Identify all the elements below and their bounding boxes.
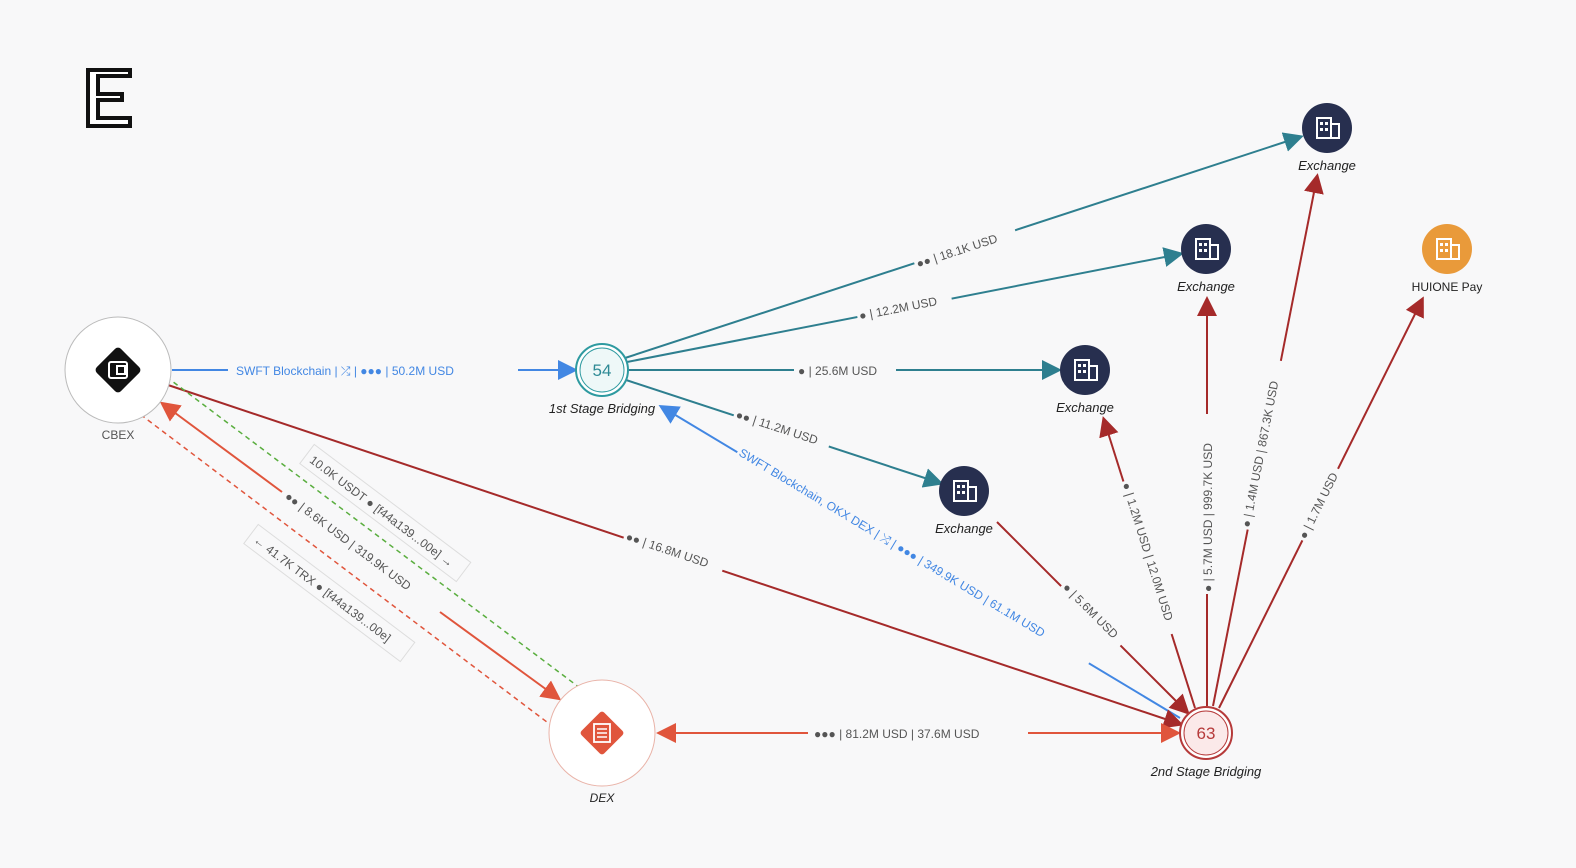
edge-label-stage2-extop: ● | 1.4M USD | 867.3K USD [1239,379,1281,528]
edge-cbex-dex-usdt[interactable]: 10.0K USDT ● [f44a139...00e] → [151,365,599,702]
edge-dex-cbex-trx[interactable]: ← 41.7K TRX ● [f44a139...00e] [121,400,569,739]
edge-label-stage1-ex3: ● | 25.6M USD [798,364,877,378]
edge-stage1-ex2[interactable]: ● | 12.2M USD [626,247,1184,363]
node-stage2-label: 2nd Stage Bridging [1150,764,1262,779]
node-huione-pay-label: HUIONE Pay [1412,280,1483,294]
exchange-logo-e-icon [86,68,132,128]
node-stage1-count: 54 [593,361,612,380]
edge-label-cbex-stage1: SWFT Blockchain | ⤮ | ●●● | 50.2M USD [236,364,454,378]
edge-label-stage2-stage1: SWFT Blockchain, OKX DEX | ⤮ | ●●● | 349… [736,446,1047,641]
node-exchange-3[interactable]: Exchange [1056,345,1114,415]
node-exchange-top[interactable]: Exchange [1298,103,1356,173]
node-exchange-2[interactable]: Exchange [1177,224,1235,294]
edge-dex-stage2[interactable]: ●●● | 81.2M USD | 37.6M USD [656,723,1181,743]
node-stage1-label: 1st Stage Bridging [549,401,656,416]
wallet-icon [95,347,141,393]
edge-stage1-ex3[interactable]: ● | 25.6M USD [629,360,1062,380]
node-cbex-label: CBEX [102,428,135,442]
edge-stage2-stage1[interactable]: SWFT Blockchain, OKX DEX | ⤮ | ●●● | 349… [658,404,1181,719]
node-exchange-top-label: Exchange [1298,158,1356,173]
node-exchange-4-label: Exchange [935,521,993,536]
edge-cbex-stage1[interactable]: SWFT Blockchain | ⤮ | ●●● | 50.2M USD [172,360,578,380]
edge-label-stage2-huione: ● | 1.7M USD [1296,470,1341,541]
node-stage2[interactable]: 63 2nd Stage Bridging [1150,706,1262,779]
node-cbex[interactable]: CBEX [64,316,172,442]
edge-label-ex4-stage2: ● | 5.6M USD [1060,580,1121,641]
edge-stage2-ex2[interactable]: ● | 5.7M USD | 999.7K USD [1197,296,1217,706]
node-stage2-count: 63 [1197,724,1216,743]
node-dex-label: DEX [590,791,616,805]
building-icon [1074,359,1098,381]
node-exchange-2-label: Exchange [1177,279,1235,294]
edge-stage2-ex3[interactable]: ● | 1.2M USD | 12.0M USD [1099,416,1196,709]
edge-label-stage1-extop: ●● | 18.1K USD [915,231,1000,270]
node-exchange-3-label: Exchange [1056,400,1114,415]
dex-contract-icon [580,711,624,755]
edge-label-stage1-ex2: ● | 12.2M USD [858,294,939,323]
building-icon [953,480,977,502]
edge-label-cbex-dex-usdt: 10.0K USDT ● [f44a139...00e] → [307,453,456,570]
edge-dex-cbex[interactable]: ●● | 8.6K USD | 319.9K USD [159,401,562,701]
edge-label-stage2-ex3: ● | 1.2M USD | 12.0M USD [1119,481,1176,623]
building-icon [1195,238,1219,260]
edges: SWFT Blockchain | ⤮ | ●●● | 50.2M USD ●●… [121,132,1424,743]
node-huione-pay[interactable]: HUIONE Pay [1412,224,1483,294]
edge-stage1-ex4[interactable]: ●● | 11.2M USD [625,379,944,488]
building-icon [1316,117,1340,139]
edge-label-cbex-stage2: ●● | 16.8M USD [624,530,711,571]
edge-label-dex-stage2: ●●● | 81.2M USD | 37.6M USD [814,727,980,741]
edge-label-stage1-ex4: ●● | 11.2M USD [734,408,820,448]
node-dex[interactable]: DEX [548,679,656,805]
building-icon [1436,238,1460,260]
edge-label-stage2-ex2: ● | 5.7M USD | 999.7K USD [1201,443,1215,592]
node-exchange-4[interactable]: Exchange [935,466,993,536]
node-stage1[interactable]: 54 1st Stage Bridging [549,343,656,416]
